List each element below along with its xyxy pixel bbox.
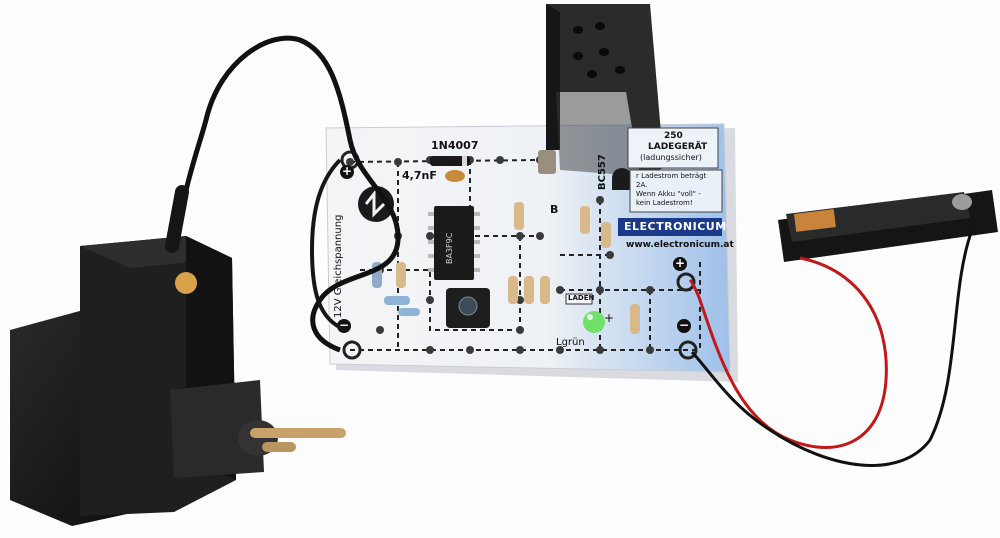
plus-right-label: +	[675, 256, 686, 270]
transistor-label: BC557	[597, 154, 608, 190]
brand-label: ELECTRONICUM	[624, 220, 727, 233]
plus-sign-left-bg	[340, 165, 354, 179]
ic-marking: BA3F9C	[445, 232, 454, 264]
charge-label: LADEN	[568, 294, 595, 302]
diode-label: 1N4007	[431, 139, 479, 152]
brand-box	[618, 218, 722, 236]
diode-band	[462, 156, 467, 166]
info-line-4: kein Ladestrom!	[636, 199, 693, 207]
board-traces	[349, 159, 701, 351]
title-line-1: 250	[664, 131, 683, 141]
minus-sign-right-bg	[677, 319, 691, 333]
info-box	[629, 169, 723, 213]
supply-voltage-label: 12V Gleichspannung	[333, 214, 344, 318]
title-line-3: (ladungssicher)	[640, 153, 702, 162]
minus-right-label: −	[679, 318, 690, 332]
ic-chip	[434, 206, 474, 280]
power-adapter	[10, 236, 346, 526]
adapter-cable-strain-relief	[165, 185, 189, 253]
title-box	[627, 127, 719, 169]
led-plus-label: +	[604, 311, 615, 325]
terminal-minus-right	[678, 340, 698, 360]
ic-pins	[428, 212, 480, 272]
plus-left-label: +	[342, 164, 353, 178]
info-line-2: 2A.	[636, 181, 648, 189]
adapter-cable-second	[309, 158, 347, 332]
plus-sign-right-bg	[673, 257, 687, 271]
transistor-bc557	[612, 168, 632, 190]
minus-left-label: −	[339, 318, 350, 332]
charge-box	[565, 293, 593, 305]
capacitor-label: 4,7nF	[402, 169, 437, 182]
esd-symbol	[358, 186, 394, 222]
battery-wire-red	[688, 256, 888, 449]
info-line-3: Wenn Akku "voll" -	[636, 190, 701, 198]
green-led-highlight	[587, 314, 593, 320]
info-line-1: r Ladestrom beträgt	[636, 172, 707, 180]
led-label: Lgrün	[556, 337, 585, 348]
ceramic-capacitor	[445, 170, 465, 182]
url-label: www.electronicum.at	[626, 240, 734, 250]
title-line-2: LADEGERÄT	[648, 142, 708, 152]
trim-pot-knob	[458, 296, 478, 316]
terminal-plus-right	[676, 272, 696, 292]
green-led	[583, 311, 605, 333]
battery-holder	[778, 190, 998, 262]
bd-label: B	[550, 203, 559, 216]
terminal-minus-left	[342, 340, 362, 360]
diode	[430, 156, 470, 166]
adapter-cable	[173, 35, 401, 353]
battery-wire-black	[690, 229, 974, 467]
